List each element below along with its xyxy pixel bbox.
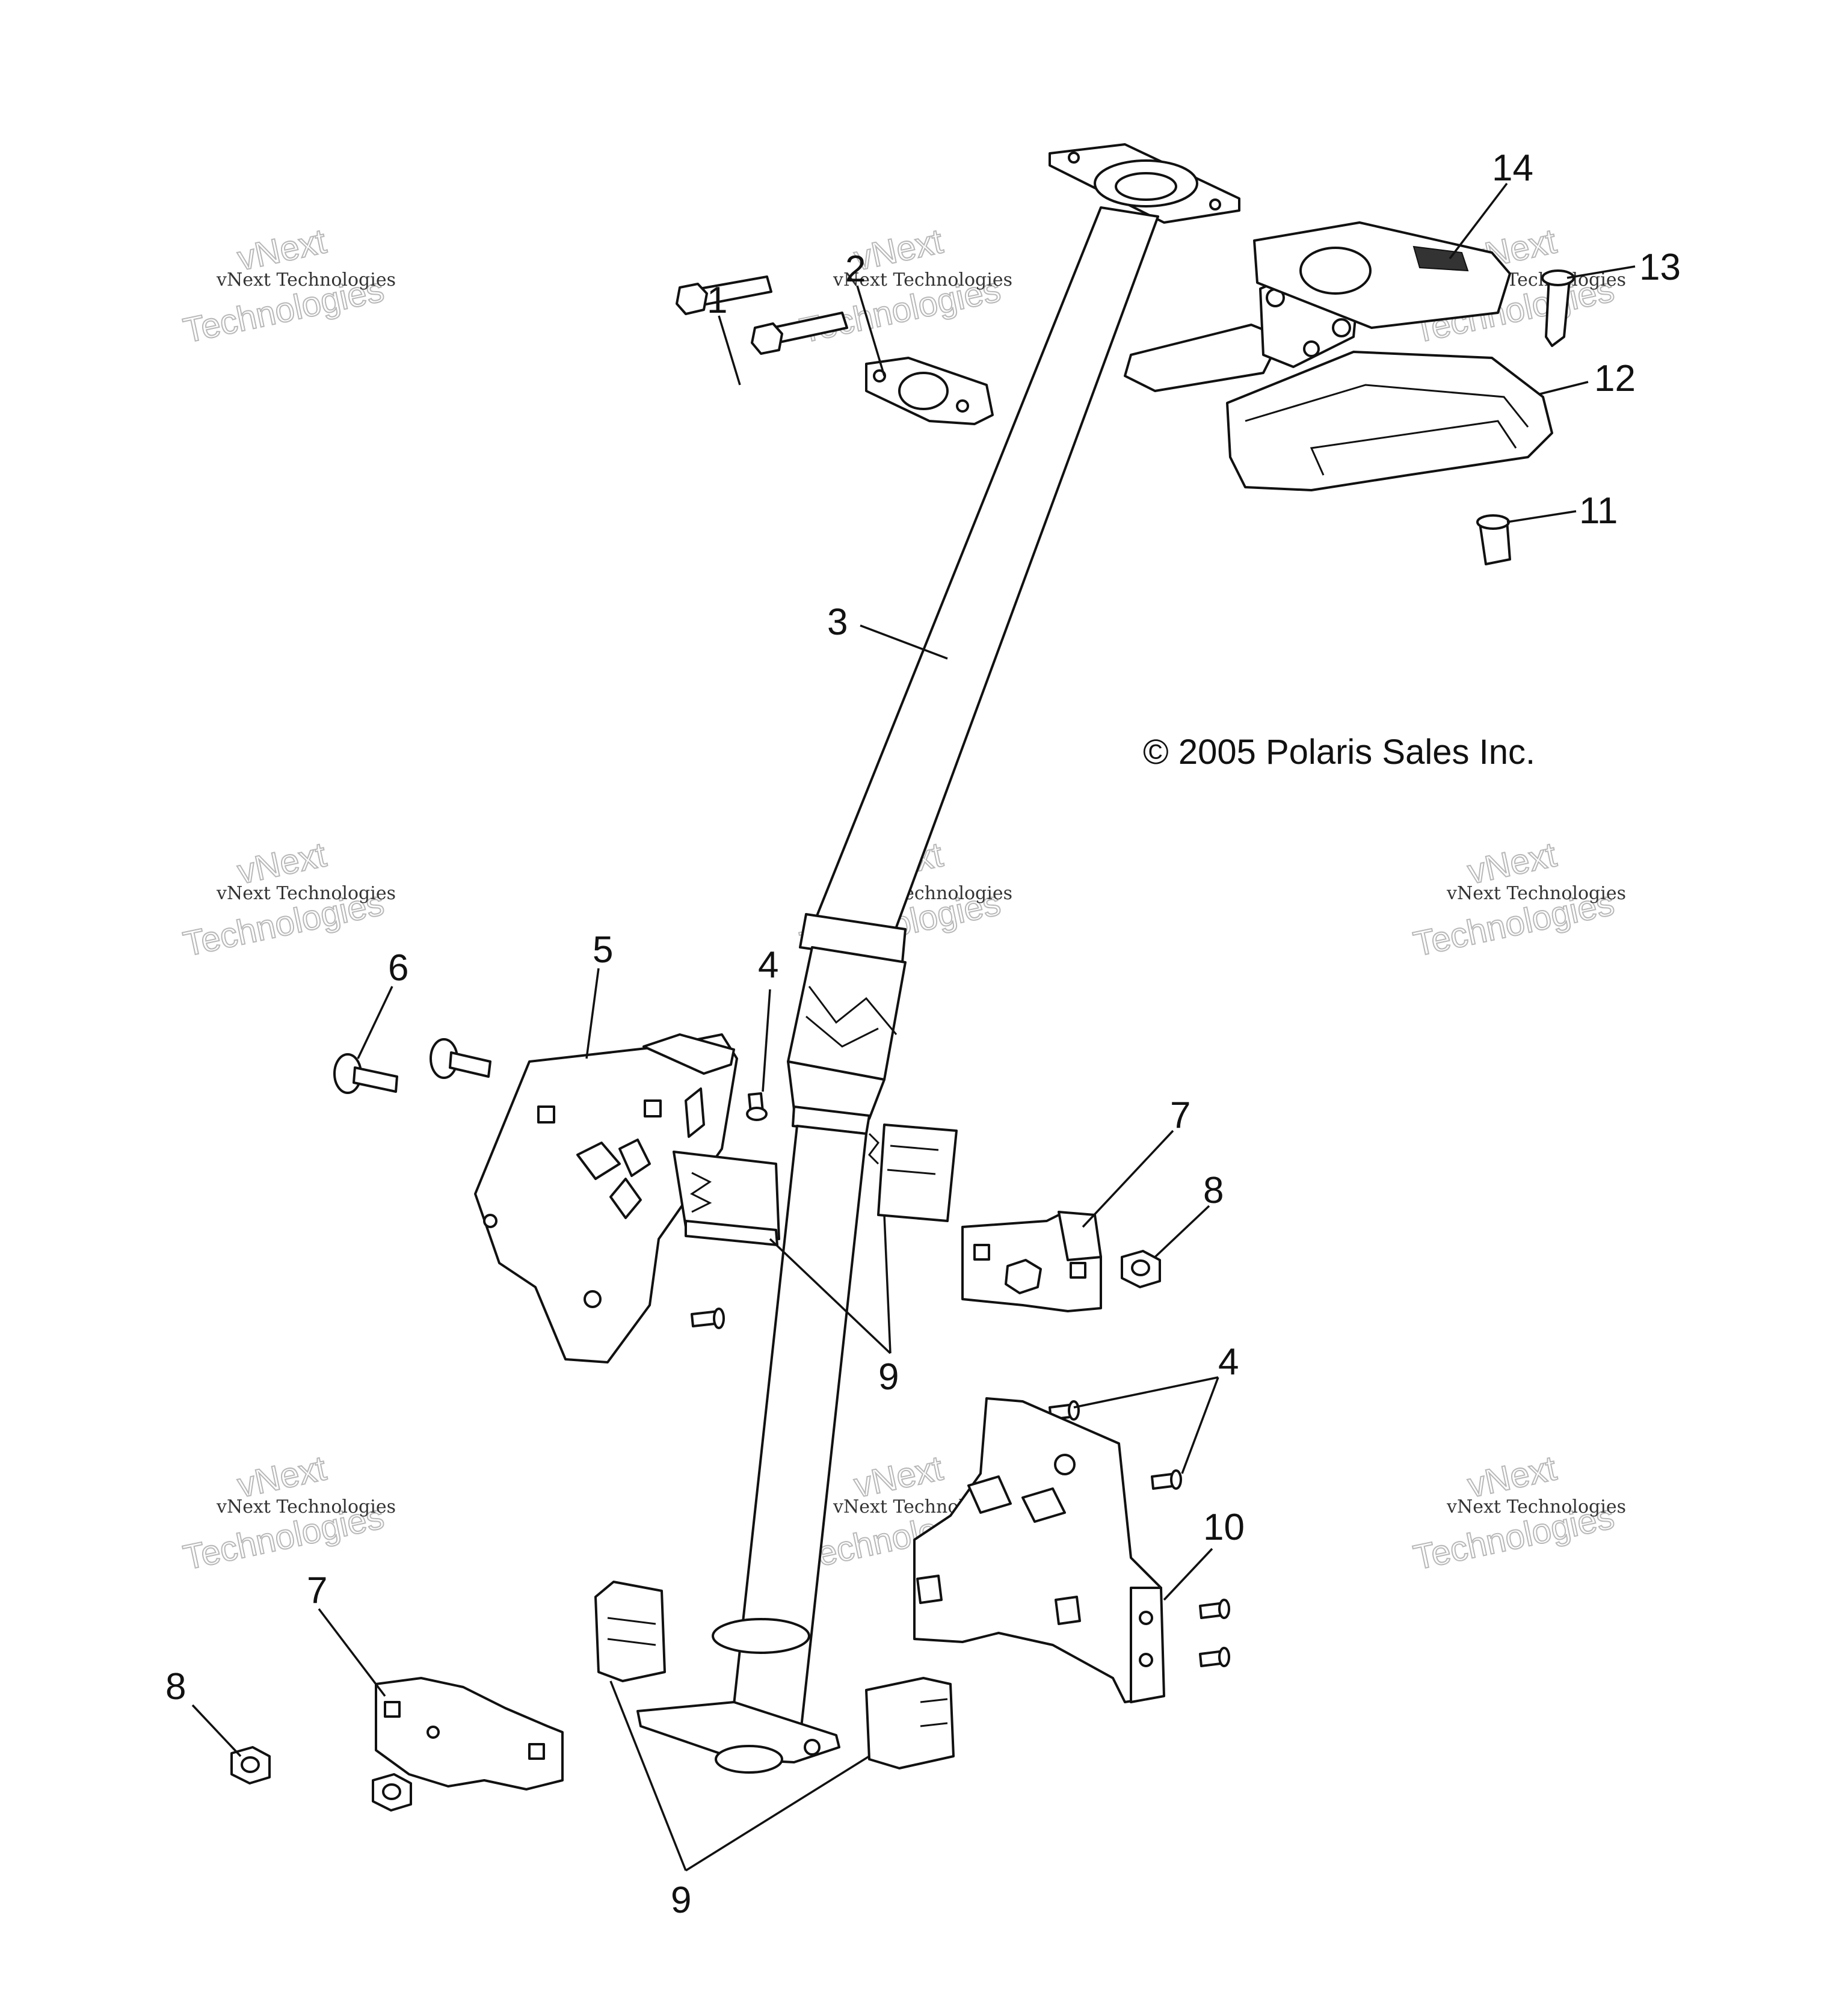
copyright-notice: © 2005 Polaris Sales Inc. — [1143, 733, 1535, 772]
part-9-bushing-lower-left — [594, 1581, 666, 1682]
callout-5: 5 — [593, 929, 613, 971]
part-12-housing — [1124, 263, 1553, 491]
part-9-bushing-lower-right — [865, 1677, 955, 1769]
part-8-nut-lower-1 — [230, 1746, 271, 1785]
callout-4-lower: 4 — [1218, 1341, 1239, 1383]
leader-2 — [856, 285, 886, 377]
leader-3 — [860, 624, 948, 660]
leader-6 — [357, 986, 393, 1059]
leader-12 — [1539, 381, 1589, 395]
watermark-text: vNext Technologies — [833, 269, 1012, 291]
callout-14: 14 — [1492, 147, 1533, 189]
part-13-screw — [1541, 269, 1575, 347]
callout-9-lower: 9 — [671, 1880, 691, 1921]
leader-7a — [1082, 1130, 1174, 1228]
callout-11: 11 — [1579, 490, 1618, 532]
callout-3: 3 — [827, 601, 848, 643]
watermark-text: vNext Technologies — [1446, 1496, 1626, 1517]
part-5-upper-bracket — [474, 1033, 738, 1363]
callout-2: 2 — [845, 248, 866, 290]
leader-4b-2 — [1181, 1377, 1219, 1474]
leader-9a-2 — [883, 1214, 892, 1354]
callout-10: 10 — [1203, 1507, 1245, 1548]
part-1-bolts — [676, 275, 848, 355]
callout-13: 13 — [1639, 247, 1681, 288]
part-11-spacer — [1476, 514, 1511, 565]
part-9-bushing-upper-left — [673, 1151, 780, 1246]
leader-8a — [1154, 1205, 1210, 1258]
part-8-nut-upper — [1121, 1250, 1161, 1288]
leader-11 — [1506, 510, 1577, 523]
part-10-lower-bracket — [913, 1397, 1165, 1703]
callout-4-upper: 4 — [758, 944, 778, 986]
leader-10 — [1163, 1548, 1213, 1601]
callout-7-lower: 7 — [307, 1570, 327, 1611]
part-4-bolts — [691, 1092, 1230, 1667]
leader-lines — [191, 182, 1636, 1872]
part-2-clamp-block — [865, 357, 994, 425]
watermark-mid-right: Technologies vNext vNext Technologies — [1409, 834, 1626, 964]
leader-4b-1 — [1073, 1376, 1219, 1409]
watermark-mid-left: Technologies vNext vNext Technologies — [179, 834, 396, 964]
callout-12: 12 — [1594, 358, 1636, 399]
leader-4a — [762, 989, 771, 1092]
part-7-clamp-lower — [375, 1677, 564, 1791]
part-8-nut-lower-2 — [372, 1773, 412, 1812]
watermark-text: vNext Technologies — [216, 1496, 396, 1517]
watermark-text: vNext Technologies — [216, 269, 396, 291]
steering-post — [636, 143, 1240, 1774]
watermark-bottom-left: Technologies vNext vNext Technologies — [179, 1448, 396, 1578]
part-7-clamp-upper — [961, 1211, 1102, 1312]
callout-7-upper: 7 — [1170, 1095, 1190, 1136]
leader-5 — [585, 968, 600, 1059]
callout-6: 6 — [388, 947, 408, 989]
watermark-text: vNext Technologies — [216, 883, 396, 904]
callout-1: 1 — [707, 280, 727, 321]
watermark-top-left: Technologies vNext vNext Technologies — [179, 221, 396, 351]
leader-9b-1 — [609, 1680, 687, 1871]
watermark-bottom-right: Technologies vNext vNext Technologies — [1409, 1448, 1626, 1578]
callout-8-lower: 8 — [165, 1666, 186, 1708]
part-6-bolts — [333, 1038, 491, 1094]
callout-9-upper: 9 — [878, 1356, 899, 1398]
leader-9a-1 — [769, 1238, 892, 1354]
part-9-bushing-upper-right — [868, 1124, 958, 1222]
part-14-pad — [1253, 221, 1511, 329]
watermark-text: vNext Technologies — [1446, 883, 1626, 904]
callout-8-upper: 8 — [1203, 1170, 1224, 1211]
leader-13 — [1566, 265, 1636, 279]
leader-7b — [318, 1608, 386, 1697]
callout-labels: 1 2 3 4 4 5 6 7 7 8 8 9 9 10 11 12 13 14 — [165, 147, 1681, 1921]
leader-8b — [191, 1704, 242, 1757]
leader-9b-2 — [685, 1755, 870, 1872]
leader-1 — [718, 315, 741, 386]
leader-14 — [1449, 182, 1508, 260]
